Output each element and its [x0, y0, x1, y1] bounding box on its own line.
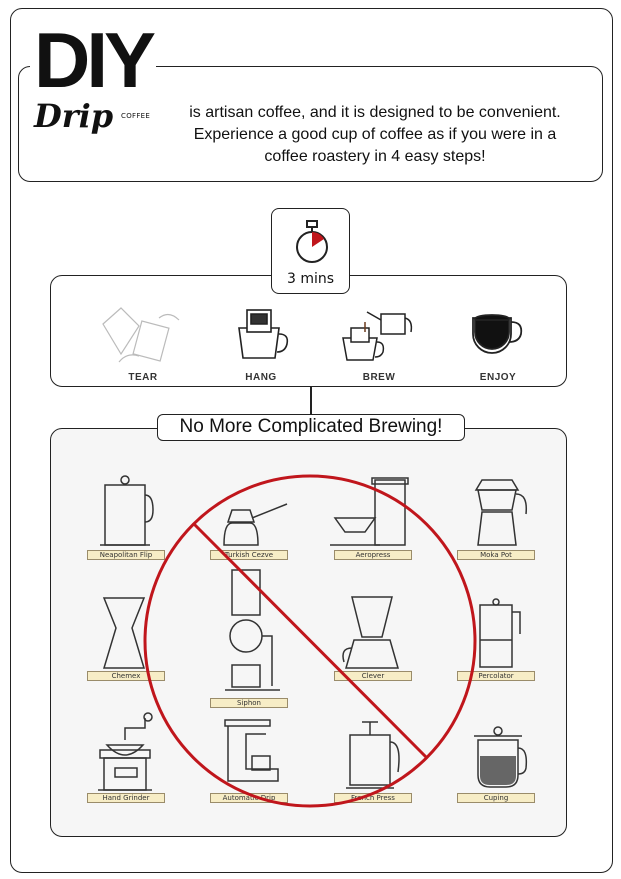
logo-diy: DIY	[30, 21, 156, 99]
tear-packet-icon	[102, 307, 180, 363]
intro-line-3: coffee roastery in 4 easy steps!	[264, 148, 486, 165]
neapolitan-flip-icon	[100, 475, 154, 546]
automatic-drip-icon	[224, 719, 279, 782]
hand-grinder-icon	[98, 712, 153, 791]
step-label-hang: HANG	[245, 372, 277, 383]
step-label-enjoy: ENJOY	[479, 372, 517, 383]
timer-label: 3 mins	[286, 271, 335, 287]
stopwatch-icon	[296, 220, 328, 263]
pour-kettle-icon	[342, 311, 413, 361]
chemex-icon	[102, 597, 146, 669]
step-label-brew: BREW	[362, 372, 396, 383]
cupping-icon	[474, 726, 528, 788]
step-label-tear: TEAR	[128, 372, 158, 383]
moka-pot-icon	[474, 479, 528, 546]
logo-coffee: COFFEE	[121, 112, 151, 120]
logo-drip: Drip	[34, 97, 114, 135]
intro-line-2: Experience a good cup of coffee as if yo…	[193, 126, 557, 143]
hang-on-cup-icon	[238, 309, 289, 359]
brewing-title: No More Complicated Brewing!	[157, 414, 465, 441]
intro-text: is artisan coffee, and it is designed to…	[152, 102, 598, 168]
coffee-cup-icon	[472, 314, 523, 354]
aeropress-icon	[330, 477, 409, 546]
intro-box	[18, 66, 603, 182]
siphon-icon	[225, 569, 280, 691]
french-press-icon	[346, 721, 400, 789]
clever-icon	[342, 596, 399, 669]
percolator-icon	[479, 598, 521, 668]
timer-badge: 3 mins	[271, 208, 350, 294]
intro-line-1: is artisan coffee, and it is designed to…	[189, 104, 561, 121]
turkish-cezve-icon	[223, 503, 288, 546]
connector-line	[310, 387, 312, 415]
page-frame	[10, 8, 613, 873]
